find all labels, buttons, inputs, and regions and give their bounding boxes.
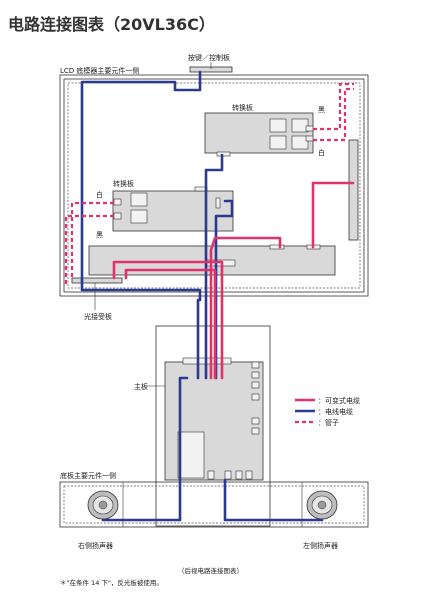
wire-cable-keypad-down (80, 278, 202, 380)
receiver-board-label: 光接受板 (84, 312, 112, 321)
inverter-1-transformer-b (291, 118, 309, 133)
right-speaker (87, 490, 119, 520)
chassis-base-outline (59, 481, 369, 528)
inverter-2-label: 转换板 (113, 179, 134, 188)
inverter-1-connector-in (216, 151, 231, 157)
black-label-2: 黑 (96, 231, 103, 239)
ffc-tcon-to-right-strip (311, 181, 355, 249)
wire-cable-right-speaker (101, 376, 189, 522)
inverter-1-label: 转换板 (232, 103, 253, 112)
tube-inverter2-white (70, 201, 114, 280)
footnote: ＊"在条件 14 下"，反光板被使用。 (60, 578, 163, 587)
main-board-connector-2 (251, 371, 260, 379)
inverter-1-transformer-a (269, 118, 287, 133)
wire-cable-keypad-to-main (80, 70, 202, 282)
ffc-main-to-tcon-c (124, 268, 217, 380)
main-board-connector-9 (235, 470, 243, 480)
inverter-2-connector-right (215, 197, 221, 209)
tube-inverter1-black (313, 82, 354, 131)
wire-cable-left-speaker (223, 478, 324, 522)
inverter-1-transformer-c (269, 135, 287, 150)
legend-label-wire: ：电线电缆 (318, 407, 353, 416)
main-board-connector-10 (245, 470, 253, 480)
main-board-connector-3 (251, 381, 260, 389)
legend: ：可变式电缆 ：电线电缆 ：管子 (295, 396, 360, 427)
main-board-connector-1 (251, 361, 260, 369)
main-board-connector-7 (207, 470, 215, 480)
tube-inverter1-white (313, 87, 354, 142)
wire-cable-inverter1-to-main (204, 153, 224, 380)
legend-label-tube: ：管子 (318, 418, 339, 427)
legend-label-ffc: ：可变式电缆 (318, 396, 360, 405)
left-speaker (306, 490, 338, 520)
white-label-1: 白 (318, 148, 325, 157)
inverter-2-transformer-a (130, 192, 148, 207)
light-receiver-board (71, 277, 123, 284)
inverter-1-connector-out (305, 125, 314, 132)
black-label-1: 黑 (318, 106, 325, 114)
main-board-connector-6 (251, 427, 260, 435)
main-board-connector-5 (251, 417, 260, 425)
left-speaker-label: 左侧扬声器 (303, 541, 338, 550)
inverter-1-connector-out-2 (305, 135, 314, 142)
inverter-2-transformer-d (113, 212, 122, 220)
diagram-caption: （后视电路连接图表） (178, 566, 243, 575)
main-board-chip (177, 431, 205, 479)
rear-housing-outline (155, 325, 271, 527)
inverter-2-transformer-c (113, 198, 122, 206)
inverter-1-transformer-d (291, 135, 309, 150)
chassis-side-label: 底板主要元件一侧 (60, 471, 116, 480)
page-title: 电路连接图表（20VL36C） (8, 15, 215, 34)
keypad-board-label: 按键／控制板 (188, 53, 230, 62)
right-lamp-strip (348, 139, 359, 241)
inverter-2-transformer-b (130, 209, 148, 224)
lcd-side-label: LCD 底模器主要元件一侧 (60, 66, 139, 75)
right-speaker-label: 右侧扬声器 (78, 541, 113, 550)
tube-inverter2-black (64, 214, 114, 286)
ffc-main-to-tcon-b (112, 260, 224, 380)
chassis-base-dashed (63, 485, 365, 524)
tcon-connector-a (269, 244, 285, 250)
white-label-2: 白 (96, 190, 103, 199)
main-board-connector-8 (224, 470, 232, 480)
main-board-label: 主板 (134, 382, 148, 391)
main-board-connector-4 (251, 393, 260, 401)
ffc-main-to-tcon-a (209, 236, 282, 380)
